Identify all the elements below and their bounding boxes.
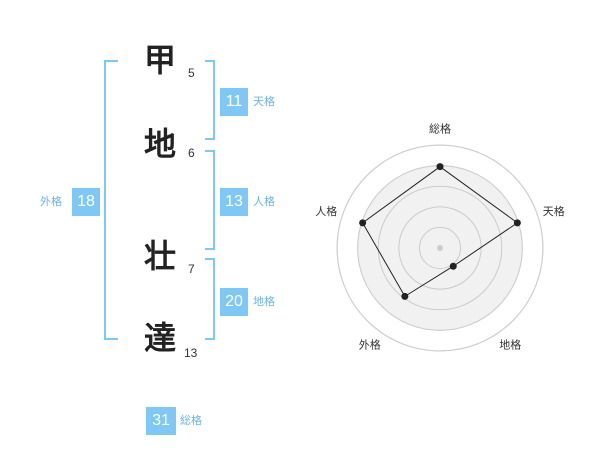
ten-value-badge: 11 xyxy=(220,88,248,116)
radar-axis-label-3: 地格 xyxy=(499,338,521,352)
chi-value-badge: 20 xyxy=(220,288,248,316)
chi-bracket-bottom xyxy=(205,338,215,340)
outer-bracket-top xyxy=(104,60,118,62)
gai-value-badge: 18 xyxy=(72,188,100,216)
radar-axis-label-5: 人格 xyxy=(315,204,337,218)
ten-bracket-line xyxy=(213,60,215,140)
radar-outer-ring xyxy=(336,144,544,352)
ten-bracket-top xyxy=(205,60,215,62)
radar-grid-ring-3 xyxy=(377,185,503,311)
jin-bracket-bottom xyxy=(205,248,215,250)
name-char-2: 地 xyxy=(143,125,176,163)
radar-center-dot xyxy=(437,245,443,251)
name-char-1: 甲 xyxy=(143,41,176,79)
sou-value-badge: 31 xyxy=(146,407,176,435)
ten-bracket-bottom xyxy=(205,138,215,140)
stroke-count-2: 6 xyxy=(188,146,195,160)
radar-point-5 xyxy=(359,219,367,227)
radar-axis-label-1: 総格 xyxy=(429,121,451,135)
stroke-count-1: 5 xyxy=(188,66,195,80)
chi-bracket-top xyxy=(205,258,215,260)
radar-series-line xyxy=(361,166,519,298)
jin-bracket-top xyxy=(205,150,215,152)
chi-bracket-line xyxy=(213,258,215,340)
name-char-3: 壮 xyxy=(143,237,176,275)
stroke-count-4: 13 xyxy=(184,346,198,360)
jin-label: 人格 xyxy=(253,195,275,208)
radar-grid-ring-1 xyxy=(418,226,462,270)
radar-axis-label-2: 天格 xyxy=(543,204,565,218)
radar-axis-label-4: 外格 xyxy=(359,338,381,352)
ten-label: 天格 xyxy=(253,95,275,108)
jin-value-badge: 13 xyxy=(220,188,248,216)
chi-label: 地格 xyxy=(253,295,275,308)
radar-point-2 xyxy=(513,219,521,227)
radar-point-1 xyxy=(436,163,444,171)
radar-point-3 xyxy=(449,262,457,270)
outer-bracket-bottom xyxy=(104,338,118,340)
sou-label: 総格 xyxy=(180,414,202,427)
name-char-4: 達 xyxy=(143,319,176,357)
stroke-count-3: 7 xyxy=(188,262,195,276)
outer-bracket-line xyxy=(104,60,106,340)
jin-bracket-line xyxy=(213,150,215,250)
radar-point-4 xyxy=(401,292,409,300)
radar-grid-ring-2 xyxy=(398,206,482,290)
gai-label: 外格 xyxy=(40,195,62,208)
